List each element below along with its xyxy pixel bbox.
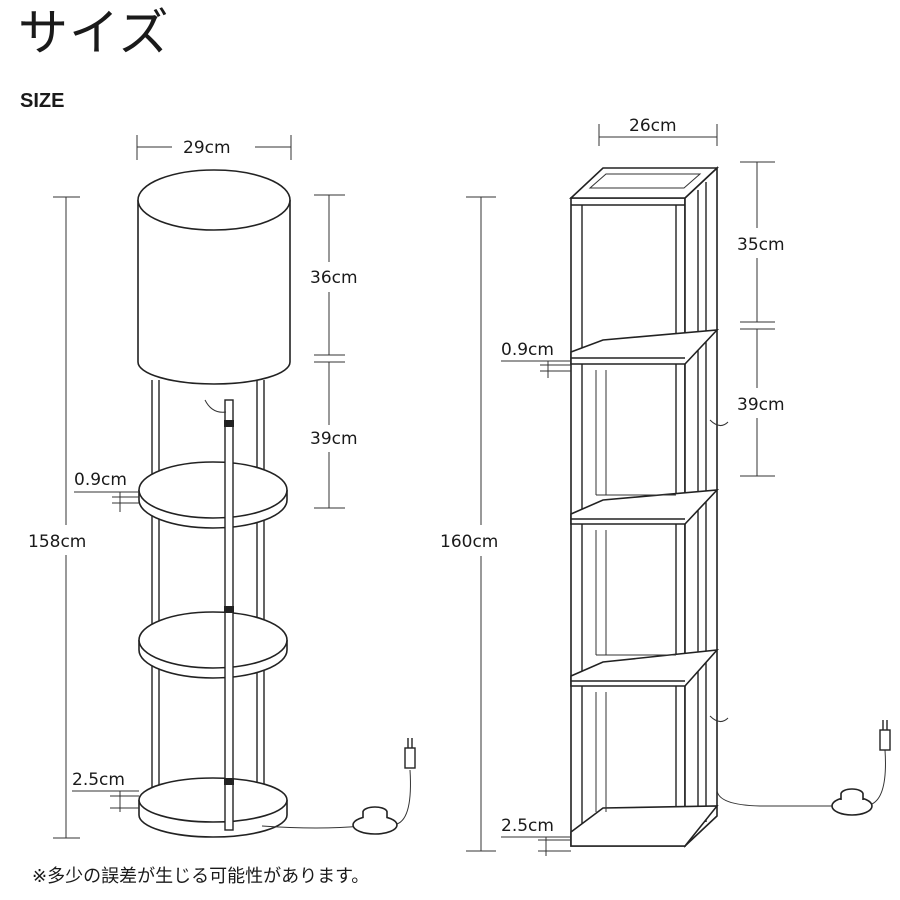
square-width-label: 26cm bbox=[629, 116, 677, 136]
page-title: サイズ bbox=[18, 4, 170, 62]
square-upper-section-label: 39cm bbox=[737, 395, 785, 415]
round-width-label: 29cm bbox=[183, 138, 231, 158]
round-shelf-thickness-label: 0.9cm bbox=[74, 470, 127, 490]
square-shelf-thickness-label: 0.9cm bbox=[501, 340, 554, 360]
round-shade-height-label: 36cm bbox=[310, 268, 358, 288]
round-lamp-drawing bbox=[137, 169, 416, 838]
square-lamp-drawing bbox=[568, 166, 891, 848]
round-upper-section-label: 39cm bbox=[310, 429, 358, 449]
round-total-height-label: 158cm bbox=[28, 532, 86, 552]
square-lamp-dimensions: 26cm 160cm 35cm 39cm 0.9cm 2.5cm bbox=[440, 116, 785, 856]
square-base-thickness-label: 2.5cm bbox=[501, 816, 554, 836]
disclaimer-note: ※多少の誤差が生じる可能性があります。 bbox=[32, 866, 370, 887]
square-total-height-label: 160cm bbox=[440, 532, 498, 552]
round-lamp-dimensions: 29cm 158cm 36cm 39cm 0.9cm 2.5cm bbox=[28, 135, 358, 839]
square-top-section-label: 35cm bbox=[737, 235, 785, 255]
round-base-thickness-label: 2.5cm bbox=[72, 770, 125, 790]
page-subtitle: SIZE bbox=[20, 90, 65, 112]
